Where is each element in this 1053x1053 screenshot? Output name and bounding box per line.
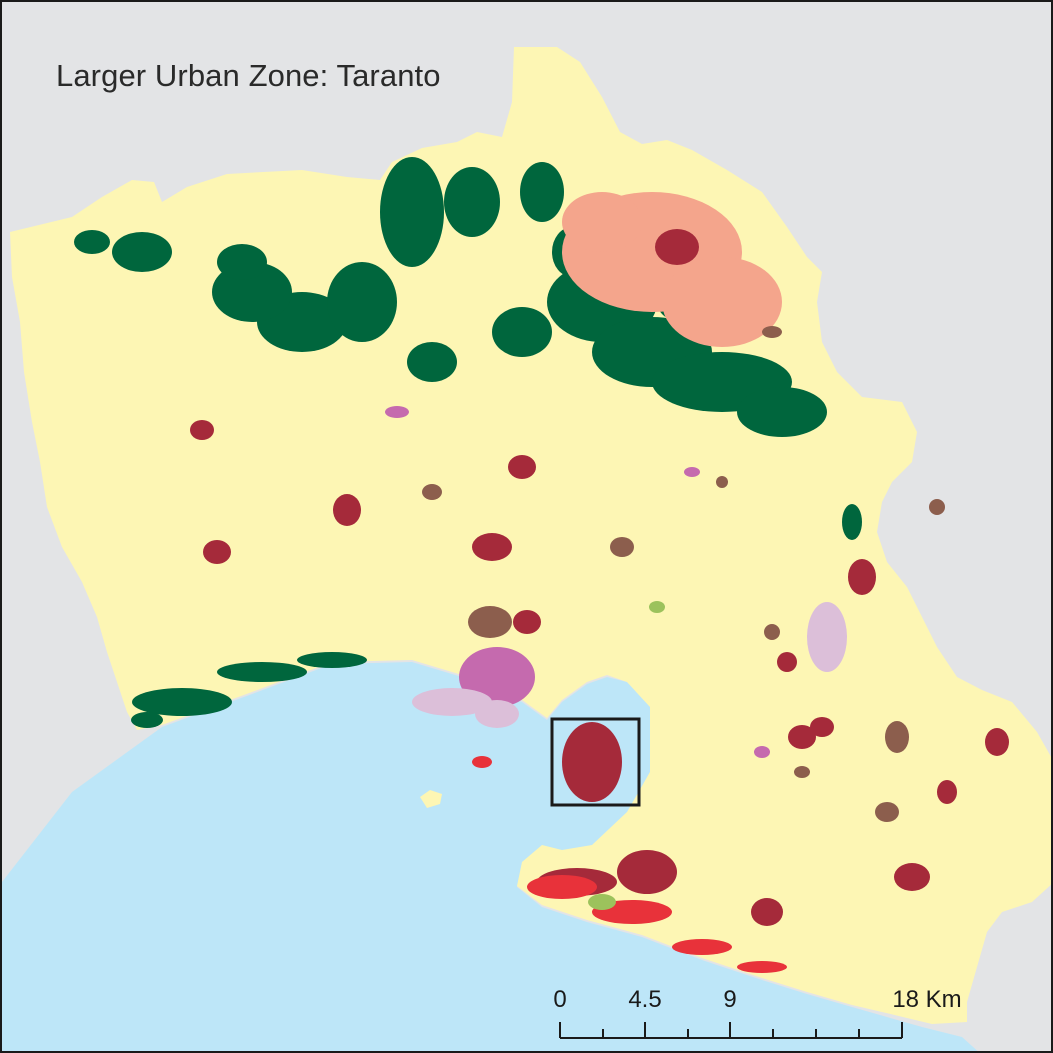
discontinuous-urban-area <box>672 939 732 955</box>
forest-patch <box>380 157 444 267</box>
peri-urban-area <box>662 257 782 347</box>
scale-label-9: 9 <box>723 986 737 1013</box>
map-title: Larger Urban Zone: Taranto <box>56 58 441 93</box>
scale-label-18-km: 18 Km <box>892 986 962 1013</box>
port-industrial-area <box>475 700 519 728</box>
port-industrial-area <box>807 602 847 672</box>
mineral-extraction-site <box>610 537 634 557</box>
urban-center <box>894 863 930 891</box>
forest-patch <box>842 504 862 540</box>
mineral-extraction-site <box>422 484 442 500</box>
industrial-area <box>684 467 700 477</box>
urban-center <box>190 420 214 440</box>
discontinuous-urban-area <box>527 875 597 899</box>
urban-center <box>810 717 834 737</box>
coastal-forest-patch <box>297 652 367 668</box>
mineral-extraction-site <box>764 624 780 640</box>
port-industrial-area <box>412 688 492 716</box>
urban-center <box>562 722 622 802</box>
mineral-extraction-site <box>794 766 810 778</box>
scale-label-0: 0 <box>553 986 567 1013</box>
scale-label-4-5: 4.5 <box>628 986 662 1013</box>
forest-patch <box>112 232 172 272</box>
forest-patch <box>407 342 457 382</box>
forest-patch <box>737 387 827 437</box>
urban-center <box>472 533 512 561</box>
urban-center <box>751 898 783 926</box>
industrial-area <box>754 746 770 758</box>
forest-patch <box>444 167 500 237</box>
urban-center <box>508 455 536 479</box>
forest-patch <box>217 244 267 280</box>
scale-bar <box>559 1022 903 1039</box>
sea-area <box>2 662 978 1051</box>
mineral-extraction-site <box>929 499 945 515</box>
urban-center <box>985 728 1009 756</box>
mineral-extraction-site <box>885 721 909 753</box>
inset-focus-box[interactable] <box>550 717 641 807</box>
green-urban-area <box>588 894 616 910</box>
urban-center <box>203 540 231 564</box>
peri-urban-area <box>562 192 642 252</box>
urban-center <box>513 610 541 634</box>
discontinuous-urban-area <box>737 961 787 973</box>
urban-center <box>788 725 816 749</box>
coastal-forest-patch <box>131 712 163 728</box>
urban-center <box>777 652 797 672</box>
forest-patch <box>520 162 564 222</box>
mineral-extraction-site <box>762 326 782 338</box>
coastal-forest-patch <box>132 688 232 716</box>
coastal-forest-patch <box>217 662 307 682</box>
forest-patch <box>74 230 110 254</box>
urban-center <box>848 559 876 595</box>
green-urban-area <box>649 601 665 613</box>
discontinuous-urban-area <box>472 756 492 768</box>
urban-center <box>617 850 677 894</box>
urban-center <box>655 229 699 265</box>
mineral-extraction-site <box>875 802 899 822</box>
mineral-extraction-site <box>468 606 512 638</box>
urban-center <box>333 494 361 526</box>
industrial-area <box>385 406 409 418</box>
mineral-extraction-site <box>716 476 728 488</box>
forest-patch <box>492 307 552 357</box>
island <box>420 790 442 808</box>
urban-center <box>937 780 957 804</box>
forest-patch <box>327 262 397 342</box>
